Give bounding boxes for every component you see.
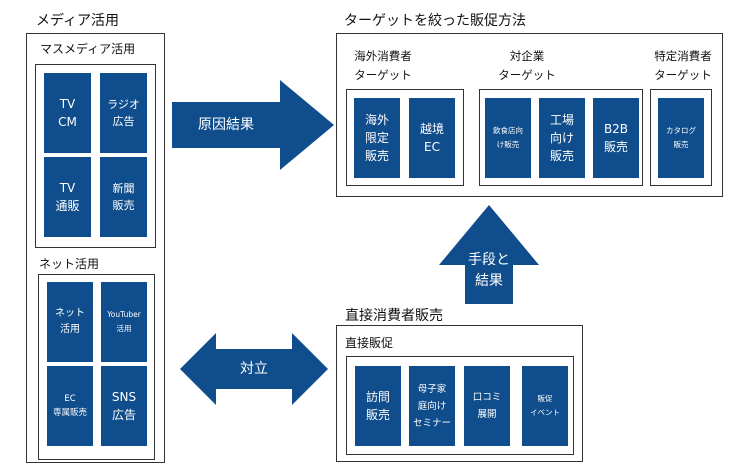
media-title: メディア活用 [36, 13, 120, 29]
tile-overseas-limited: 海外 限定 販売 [354, 98, 400, 178]
direct-promo-title: 直接販促 [345, 336, 394, 350]
tile-door-to-door: 訪問 販売 [355, 366, 401, 446]
target-section: 海外消費者 ターゲット 海外 限定 販売 越境 EC 対企業 ターゲット 飲食店… [336, 33, 723, 197]
net-title: ネット活用 [39, 257, 100, 271]
net-group: ネット 活用 YouTuber 活用 EC 専属販売 SNS 広告 [38, 274, 155, 460]
overseas-group-title: 海外消費者 ターゲット [354, 49, 412, 82]
means-result-arrow [439, 205, 539, 304]
tile-net-usage: ネット 活用 [47, 282, 93, 362]
mass-media-title: マスメディア活用 [40, 42, 136, 56]
target-title: ターゲットを絞った販促方法 [344, 13, 526, 29]
tile-tv-shopping: TV 通販 [44, 157, 91, 237]
media-section: マスメディア活用 TV CM ラジオ 広告 TV 通販 新聞 販売 ネット活用 … [26, 33, 165, 463]
tile-youtuber: YouTuber 活用 [101, 282, 147, 362]
tile-tv-cm: TV CM [44, 73, 91, 153]
direct-promo-group: 訪問 販売 母子家 庭向け セミナー 口コミ 展開 販促 イベント [346, 356, 574, 455]
overseas-group: 海外 限定 販売 越境 EC [346, 89, 464, 186]
tile-newspaper-sales: 新聞 販売 [100, 157, 147, 237]
tile-sns-ad: SNS 広告 [101, 366, 147, 446]
business-group: 飲食店向 け販売 工場 向け 販売 B2B 販売 [479, 89, 643, 186]
opposition-label: 対立 [240, 360, 268, 377]
means-result-label: 手段と 結果 [468, 252, 510, 289]
tile-word-of-mouth: 口コミ 展開 [464, 366, 510, 446]
mass-media-group: TV CM ラジオ 広告 TV 通販 新聞 販売 [35, 64, 156, 248]
tile-promo-event: 販促 イベント [522, 366, 568, 446]
specific-group: カタログ 販売 [650, 89, 712, 186]
tile-factory-sales: 工場 向け 販売 [539, 98, 585, 178]
business-group-title: 対企業 ターゲット [498, 49, 556, 82]
opposition-arrow [180, 333, 328, 405]
tile-b2b-sales: B2B 販売 [593, 98, 639, 178]
tile-ec-exclusive: EC 専属販売 [47, 366, 93, 446]
cause-effect-arrow [172, 80, 334, 170]
direct-section: 直接販促 訪問 販売 母子家 庭向け セミナー 口コミ 展開 販促 イベント [336, 325, 583, 462]
tile-restaurant-sales: 飲食店向 け販売 [485, 98, 531, 178]
cause-effect-label: 原因結果 [198, 116, 254, 133]
tile-single-parent-seminar: 母子家 庭向け セミナー [409, 366, 455, 446]
tile-catalog-sales: カタログ 販売 [658, 98, 704, 178]
direct-title: 直接消費者販売 [345, 308, 443, 324]
specific-group-title: 特定消費者 ターゲット [654, 49, 712, 82]
tile-cross-border-ec: 越境 EC [409, 98, 455, 178]
tile-radio-ad: ラジオ 広告 [100, 73, 147, 153]
